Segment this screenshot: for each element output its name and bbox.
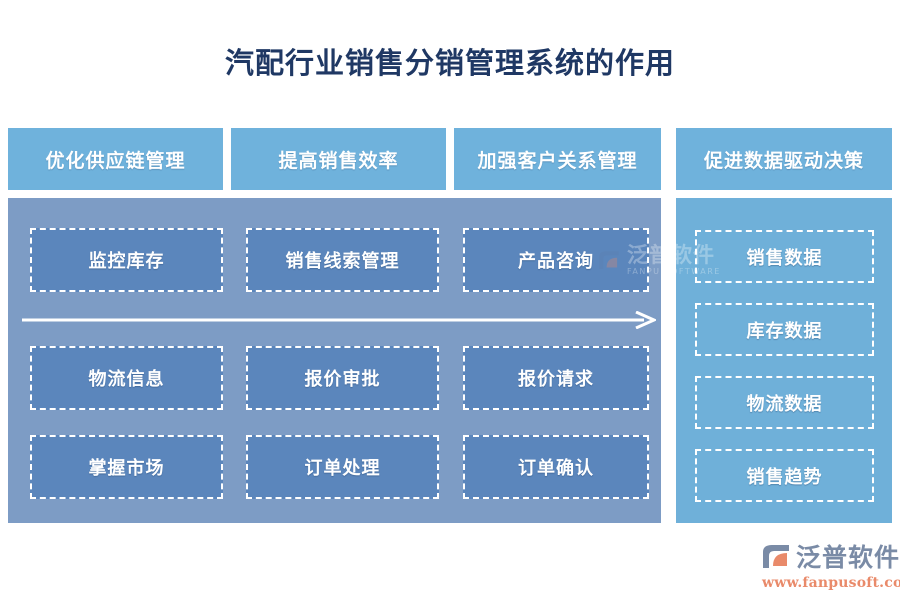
header-row: 优化供应链管理 提高销售效率 加强客户关系管理 促进数据驱动决策	[8, 128, 892, 190]
cell-logistics-info[interactable]: 物流信息	[30, 346, 223, 410]
cell-order-confirmation[interactable]: 订单确认	[463, 435, 649, 499]
brand-logo-url: www.fanpusoft.com	[762, 575, 900, 591]
header-box-3[interactable]: 加强客户关系管理	[454, 128, 661, 190]
cell-quote-request[interactable]: 报价请求	[463, 346, 649, 410]
header-box-4[interactable]: 促进数据驱动决策	[676, 128, 892, 190]
header-box-1[interactable]: 优化供应链管理	[8, 128, 223, 190]
brand-logo-top: 泛普软件	[760, 542, 900, 572]
page-title: 汽配行业销售分销管理系统的作用	[224, 46, 675, 80]
flow-arrow-right	[22, 310, 658, 330]
cell-order-processing[interactable]: 订单处理	[246, 435, 439, 499]
cell-monitor-inventory[interactable]: 监控库存	[30, 228, 223, 292]
header-box-2[interactable]: 提高销售效率	[231, 128, 446, 190]
cell-product-consultation[interactable]: 产品咨询	[463, 228, 649, 292]
fanpu-mark-icon	[760, 542, 792, 572]
brand-logo: 泛普软件 www.fanpusoft.com	[760, 542, 900, 592]
right-item-sales-trend[interactable]: 销售趋势	[695, 449, 874, 502]
right-item-sales-data[interactable]: 销售数据	[695, 230, 874, 283]
cell-sales-lead-management[interactable]: 销售线索管理	[246, 228, 439, 292]
right-panel: 销售数据 库存数据 物流数据 销售趋势	[676, 198, 892, 523]
cell-grasp-market[interactable]: 掌握市场	[30, 435, 223, 499]
brand-logo-cn: 泛普软件	[796, 542, 900, 572]
left-panel: 监控库存 销售线索管理 产品咨询 物流信息 报价审批 报价请求 掌握市场 订单处…	[8, 198, 661, 523]
right-item-inventory-data[interactable]: 库存数据	[695, 303, 874, 356]
cell-quote-approval[interactable]: 报价审批	[246, 346, 439, 410]
right-item-logistics-data[interactable]: 物流数据	[695, 376, 874, 429]
